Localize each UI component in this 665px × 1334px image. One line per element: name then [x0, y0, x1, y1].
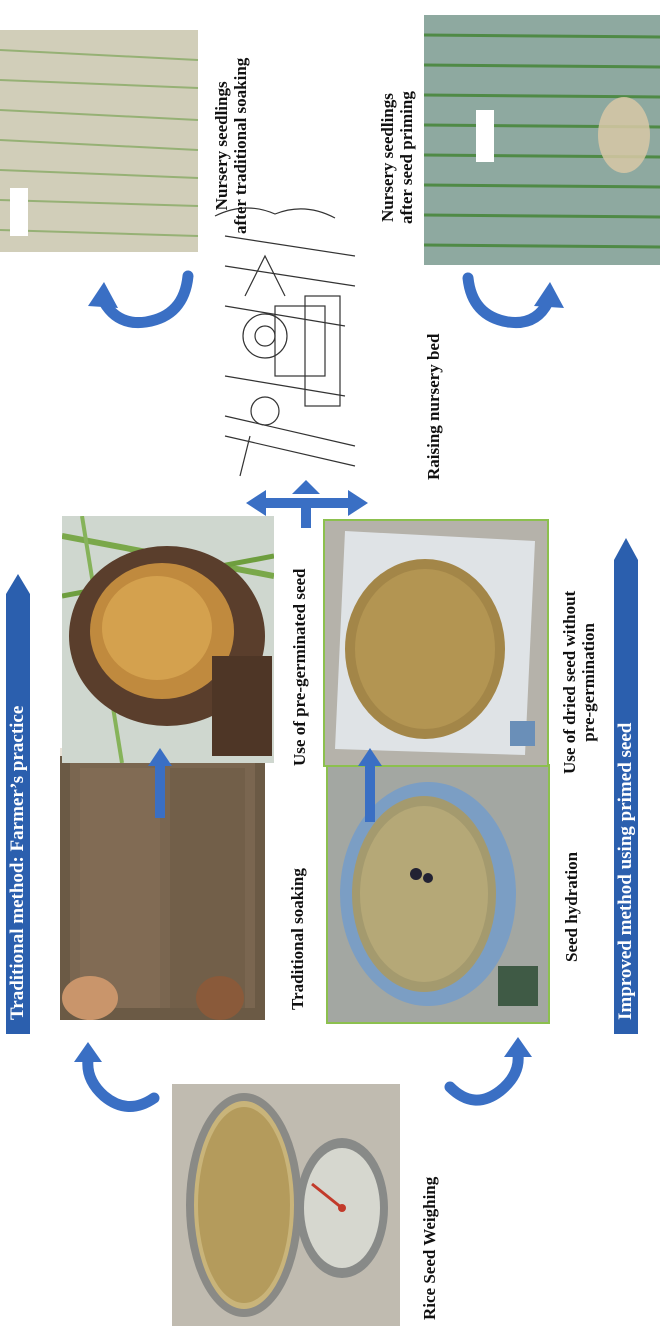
seedlings-traditional-photo — [0, 30, 198, 252]
rice-seed-weighing-label: Rice Seed Weighing — [420, 1177, 439, 1320]
pre-germinated-label: Use of pre-germinated seed — [290, 568, 309, 766]
arrow-hydration-to-dried — [358, 748, 382, 822]
seedlings-primed-photo — [424, 15, 660, 265]
traditional-method-banner-text: Traditional method: Farmer’s practice — [6, 706, 30, 1020]
pre-germinated-seed-photo — [62, 516, 274, 763]
curved-arrow-bottom-right — [460, 258, 570, 330]
raising-nursery-bed-drawing — [205, 196, 365, 486]
improved-method-banner-text: Improved method using primed seed — [614, 723, 638, 1020]
traditional-soaking-label: Traditional soaking — [288, 868, 307, 1010]
raising-nursery-bed-label: Raising nursery bed — [424, 334, 443, 480]
seed-hydration-label: Seed hydration — [562, 852, 581, 962]
dried-seed-label: Use of dried seed without pre-germinatio… — [560, 591, 598, 774]
curved-arrow-top-left — [68, 1040, 160, 1116]
double-arrow-to-nursery-bed — [246, 480, 368, 528]
arrow-soaking-to-pregerminated — [148, 748, 172, 818]
improved-method-banner: Improved method using primed seed — [614, 538, 638, 1034]
curved-arrow-top-right — [84, 256, 196, 332]
dried-seed-photo — [325, 521, 547, 765]
traditional-method-banner: Traditional method: Farmer’s practice — [6, 574, 30, 1034]
curved-arrow-bottom-left — [444, 1035, 540, 1115]
seedlings-primed-label: Nursery seedlings after seed priming — [378, 91, 416, 224]
rice-seed-weighing-photo — [172, 1084, 400, 1326]
seedlings-traditional-label: Nursery seedlings after traditional soak… — [212, 58, 250, 234]
